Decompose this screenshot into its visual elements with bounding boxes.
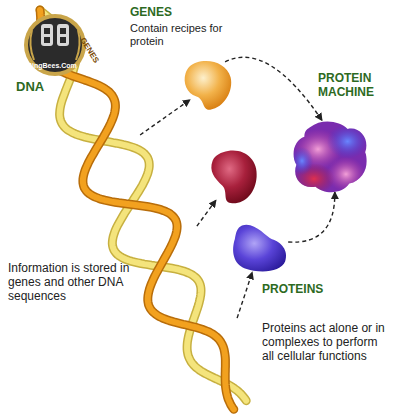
blob-shape [290, 118, 370, 196]
protein-blob: GENESContain recipes for protein [180, 58, 235, 113]
dashed-arrow [225, 57, 322, 120]
protein-machine: PROTEIN MACHINE [290, 118, 370, 196]
node-body: Contain recipes for protein [130, 22, 230, 47]
blob-shape [180, 58, 235, 113]
dashed-arrow [197, 200, 216, 226]
watermark-text: BingBees.Com [27, 62, 87, 70]
node-title: PROTEINS [262, 283, 362, 297]
note-text: Information is stored in genes and other… [8, 262, 132, 303]
protein-blob [206, 148, 261, 206]
dashed-arrow [140, 100, 190, 135]
node-heading: GENES [130, 6, 250, 20]
strand-label: GENES [78, 36, 118, 92]
dashed-arrow [237, 272, 252, 318]
blob-shape [230, 220, 290, 275]
blob-shape [206, 148, 261, 206]
protein-blob: PROTEINS [230, 220, 290, 275]
note-text: Proteins act alone or in complexes to pe… [262, 322, 390, 363]
node-title: PROTEIN MACHINE [318, 72, 400, 100]
dashed-arrow [288, 192, 335, 242]
watermark-logo [24, 14, 86, 76]
node-title: DNA [16, 80, 76, 95]
